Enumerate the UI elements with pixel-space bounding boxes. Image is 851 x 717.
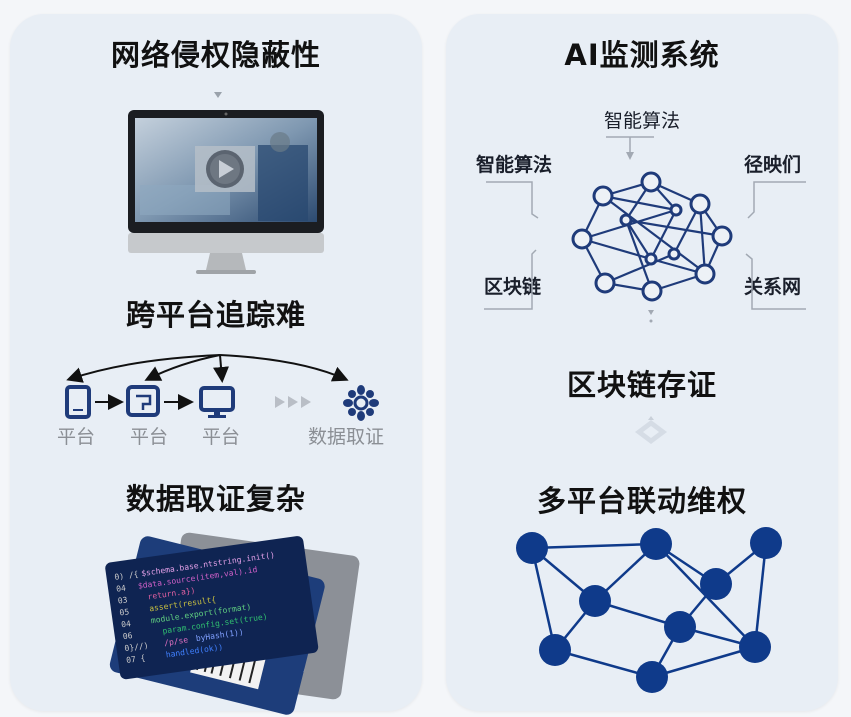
svg-text:/p/se: /p/se <box>164 635 189 647</box>
small-down-triangle-icon <box>214 92 222 98</box>
section-title-blockchain-evidence: 区块链存证 <box>566 368 717 402</box>
diamond-arrow-icon <box>635 416 667 444</box>
left-panel-challenges: 网络侵权隐蔽性 跨平台追踪难 <box>10 14 422 715</box>
label-top-algorithm: 智能算法 <box>604 110 681 132</box>
label-relation-network: 关系网 <box>744 276 802 298</box>
svg-text:05: 05 <box>119 607 130 617</box>
code-cards-graphic: 0) /{$schema.base.ntstring.init() 04$dat… <box>105 532 360 715</box>
svg-text:06: 06 <box>122 631 133 641</box>
right-panel-solutions: AI监测系统 智能算法 智能算法 径映们 区块链 关系网 <box>446 14 838 711</box>
platform-label-2: 平台 <box>130 426 169 448</box>
tablet-icon <box>65 385 91 419</box>
solid-node-network <box>516 527 782 693</box>
data-forensics-label: 数据取证 <box>308 426 385 448</box>
label-blockchain: 区块链 <box>484 276 542 298</box>
svg-text:07 {: 07 { <box>126 653 146 665</box>
label-left-algorithm: 智能算法 <box>476 154 553 176</box>
platform-label-1: 平台 <box>57 426 96 448</box>
section-title-cross-platform: 跨平台追踪难 <box>125 298 306 332</box>
solid-network-nodes <box>516 527 782 693</box>
section-title-ai-monitoring: AI监测系统 <box>564 38 720 72</box>
desktop-monitor-icon <box>199 386 235 418</box>
label-right-mapping: 径映们 <box>744 154 802 176</box>
svg-text:0) /{: 0) /{ <box>114 570 139 582</box>
section-title-multi-platform-rights: 多平台联动维权 <box>536 484 747 518</box>
platform-tracking-flow <box>65 354 379 421</box>
svg-text:04: 04 <box>121 619 132 629</box>
svg-text:0}//): 0}//) <box>124 641 149 653</box>
platform-label-3: 平台 <box>202 426 241 448</box>
section-title-forensics: 数据取证复杂 <box>125 482 306 516</box>
svg-text:03: 03 <box>117 595 128 605</box>
network-nodes <box>571 171 733 302</box>
svg-text:04: 04 <box>116 583 127 593</box>
neural-network-hub <box>484 136 806 323</box>
connector-lines <box>484 136 806 323</box>
triple-chevron-right-icon <box>275 396 311 408</box>
sun-gear-icon <box>343 385 379 421</box>
monitor-video-graphic <box>128 92 324 274</box>
section-title-concealment: 网络侵权隐蔽性 <box>110 38 321 72</box>
document-window-icon <box>126 385 160 417</box>
